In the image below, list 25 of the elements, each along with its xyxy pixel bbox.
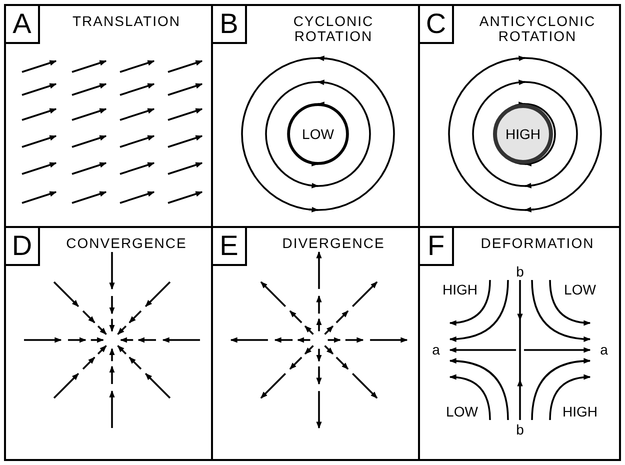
panel-title: CONVERGENCE [65, 236, 188, 251]
panel-title: DIVERGENCE [281, 236, 386, 251]
panel-title: ANTICYCLONIC ROTATION [478, 14, 597, 44]
panel-letter: C [418, 4, 454, 44]
pressure-circle: HIGH [493, 104, 553, 164]
map-label: b [516, 264, 524, 280]
panel-letter: E [211, 226, 247, 266]
panel [4, 4, 213, 228]
pressure-circle: LOW [288, 104, 348, 164]
panel [211, 226, 420, 461]
panel-title: DEFORMATION [480, 236, 596, 251]
panel-letter: B [211, 4, 247, 44]
map-label: HIGH [562, 404, 598, 420]
panel [4, 226, 213, 461]
panel-title: TRANSLATION [72, 14, 182, 29]
panel-letter: A [4, 4, 40, 44]
panel-title: CYCLONIC ROTATION [292, 14, 375, 44]
map-label: LOW [564, 282, 596, 298]
map-label: LOW [446, 404, 478, 420]
panel [418, 226, 621, 461]
panel [418, 4, 621, 228]
map-label: HIGH [442, 282, 478, 298]
panel-letter: D [4, 226, 40, 266]
panel-letter: F [418, 226, 454, 266]
map-label: b [516, 422, 524, 438]
